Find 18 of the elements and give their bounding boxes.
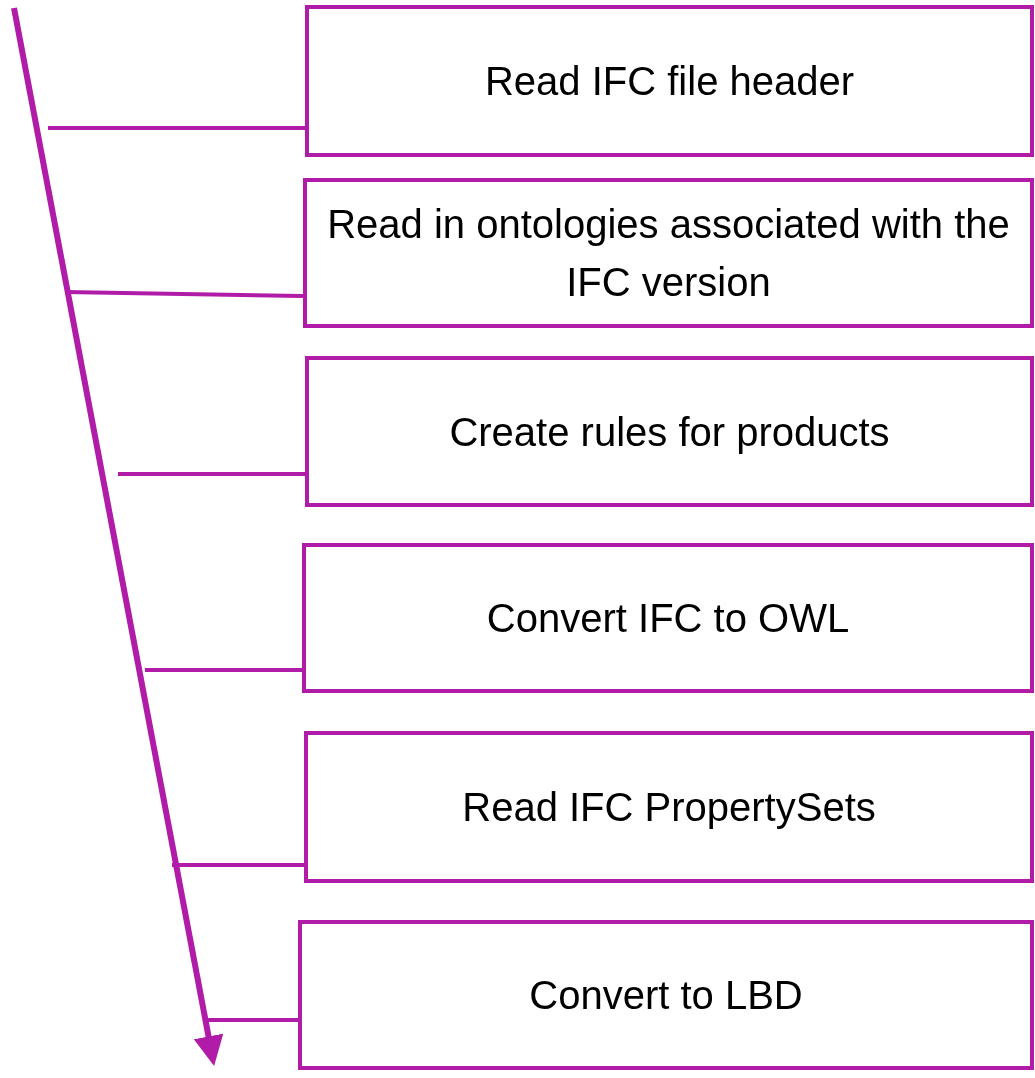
step-text: Read IFC PropertySets bbox=[462, 784, 876, 831]
connector-line bbox=[48, 126, 305, 130]
step-text: Read in ontologies associated with the IFC version bbox=[327, 201, 1010, 306]
step-box bbox=[305, 356, 1034, 507]
step-box bbox=[303, 178, 1034, 328]
step-box bbox=[302, 543, 1034, 693]
step-box bbox=[298, 920, 1034, 1070]
connector-line bbox=[172, 863, 304, 867]
step-box bbox=[305, 5, 1034, 157]
step-box bbox=[304, 731, 1034, 883]
step-text: Create rules for products bbox=[449, 408, 890, 456]
step-text: Convert to LBD bbox=[529, 972, 803, 1019]
connector-line bbox=[145, 668, 302, 672]
step-text: Convert IFC to OWL bbox=[486, 595, 850, 642]
connector-line bbox=[205, 1018, 298, 1022]
connector-line bbox=[64, 290, 304, 298]
connector-line bbox=[118, 472, 305, 476]
step-text: Read IFC file header bbox=[484, 58, 855, 105]
